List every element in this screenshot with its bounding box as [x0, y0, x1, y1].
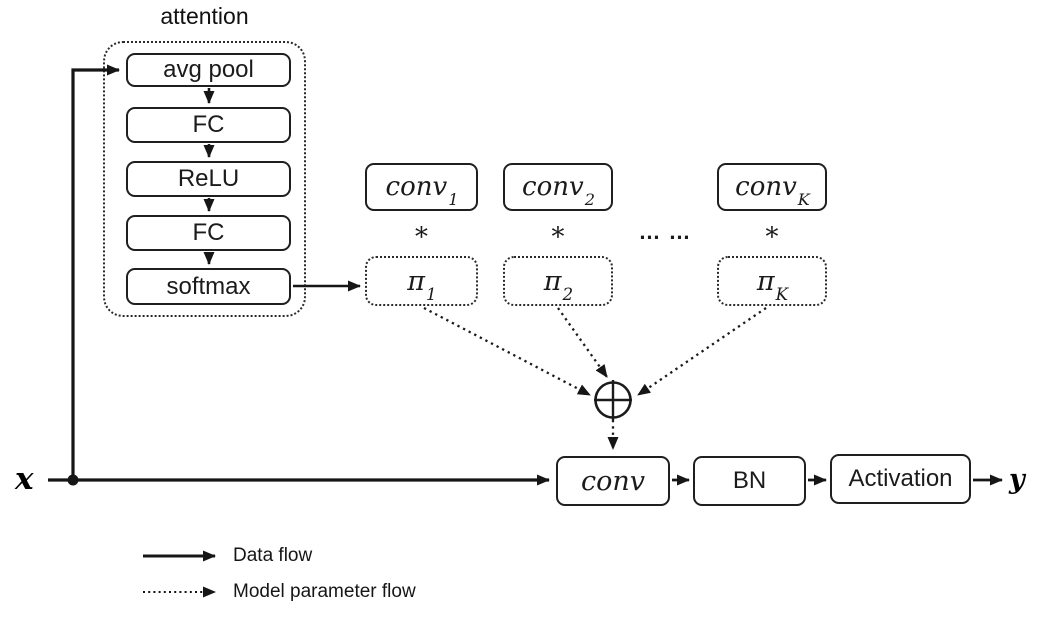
- attention-title: attention: [160, 3, 249, 29]
- param-flow-piK-to-sum: [637, 307, 767, 396]
- attention-block-relu: ReLU: [126, 161, 291, 197]
- input-label-x: x: [15, 461, 34, 497]
- kernel-box-convK: convK: [717, 163, 827, 211]
- convolve-operator-2: ∗: [549, 217, 567, 247]
- attention-block-softmax: softmax: [126, 268, 291, 305]
- kernel-box-conv1: conv1: [365, 163, 478, 211]
- attention-block-avg-pool: avg pool: [126, 53, 291, 87]
- param-flow-pi1-to-sum: [423, 306, 591, 397]
- convolve-operator-K: ∗: [763, 217, 781, 247]
- kernel-box-conv2: conv2: [503, 163, 613, 211]
- param-flow-pi2-to-sum: [557, 307, 608, 378]
- convolve-operator-1: ∗: [412, 217, 431, 247]
- kernels-ellipsis: … …: [638, 219, 692, 244]
- legend-label-data-flow: Data flow: [233, 545, 313, 566]
- weighted-sum-icon: [594, 380, 632, 420]
- branch-junction-dot: [67, 474, 79, 486]
- pipeline-activation-box: Activation: [830, 454, 971, 504]
- pipeline-conv-box: conv: [556, 456, 670, 506]
- attention-block-fc1: FC: [126, 107, 291, 143]
- output-label-y: y: [1009, 464, 1025, 495]
- weight-box-pi1: π1: [365, 256, 478, 306]
- weight-box-piK: πK: [717, 256, 827, 306]
- attention-block-fc2: FC: [126, 215, 291, 251]
- legend-label-model-parameter-flow: Model parameter flow: [233, 581, 416, 602]
- pipeline-bn-box: BN: [693, 456, 806, 506]
- weight-box-pi2: π2: [503, 256, 613, 306]
